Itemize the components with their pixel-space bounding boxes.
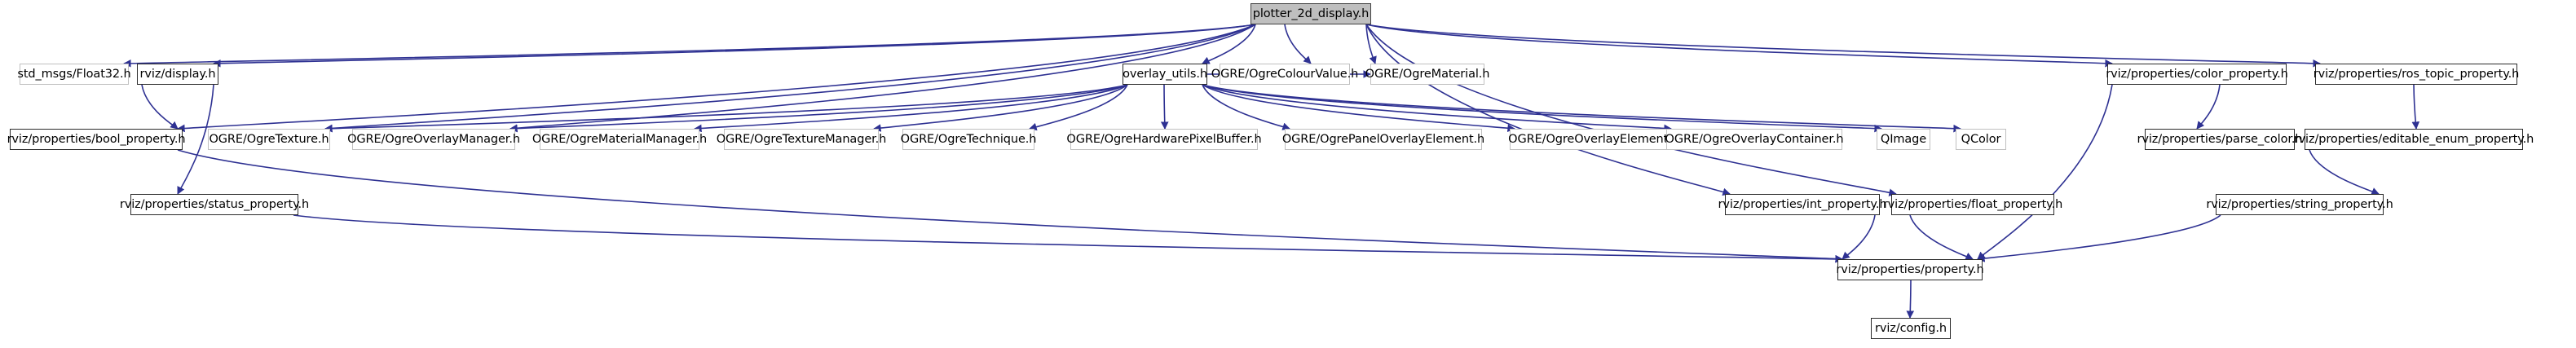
graph-edge-root-to-float_property [1365,24,1897,196]
graph-edge-root-to-ogre_material [1365,24,1377,64]
graph-edge-root-to-int_property [1365,24,1731,196]
graph-edge-root-to-display [213,24,1256,68]
graph-node-ogre_technique[interactable]: OGRE/OgreTechnique.h [900,129,1037,150]
graph-node-status_property[interactable]: rviz/properties/status_property.h [120,194,309,215]
graph-edge-root-to-float32 [123,24,1256,68]
graph-edge-overlay_utils-to-qcolor [1202,84,1961,133]
graph-node-label: rviz/display.h [139,67,216,81]
graph-node-label: rviz/properties/color_property.h [2106,67,2288,81]
graph-node-ogre_hw_pixel[interactable]: OGRE/OgreHardwarePixelBuffer.h [1066,129,1262,150]
graph-node-editable_enum[interactable]: rviz/properties/editable_enum_property.h [2294,129,2534,150]
graph-node-float_property[interactable]: rviz/properties/float_property.h [1883,194,2062,215]
graph-node-root[interactable]: plotter_2d_display.h [1251,3,1371,24]
graph-node-label: OGRE/OgreOverlayManager.h [347,132,520,146]
graph-edge-root-to-color_property [1365,24,2113,68]
graph-node-float32[interactable]: std_msgs/Float32.h [17,64,131,85]
graph-edge-string_property-to-property [1977,214,2221,262]
graph-edge-root-to-bool_property [177,24,1256,133]
graph-node-ogre_texture[interactable]: OGRE/OgreTexture.h [208,129,330,150]
graph-edge-root-to-ogre_colour [1284,24,1312,64]
graph-node-label: rviz/properties/ros_topic_property.h [2313,67,2520,81]
graph-node-label: rviz/properties/parse_color.h [2137,132,2303,146]
graph-node-label: rviz/properties/status_property.h [119,197,310,211]
graph-edge-float_property-to-property [1909,214,1974,260]
graph-edge-bool_property-to-property [177,149,1843,263]
graph-edge-overlay_utils-to-ogre_texture_mgr [873,84,1128,132]
graph-node-label: QImage [1880,132,1927,146]
graph-node-label: OGRE/OgreMaterialManager.h [532,132,708,146]
graph-node-label: rviz/properties/bool_property.h [7,132,186,146]
graph-edge-overlay_utils-to-ogre_material_mgr [694,84,1128,133]
graph-node-color_property[interactable]: rviz/properties/color_property.h [2106,64,2288,85]
graph-node-label: rviz/properties/string_property.h [2206,197,2393,211]
graph-node-property[interactable]: rviz/properties/property.h [1836,259,1984,280]
graph-node-label: rviz/properties/int_property.h [1718,197,1887,211]
graph-node-qimage[interactable]: QImage [1877,129,1930,150]
graph-node-ogre_panel_ovl[interactable]: OGRE/OgrePanelOverlayElement.h [1281,129,1485,150]
graph-edge-editable_enum-to-string_property [2309,149,2380,196]
graph-edge-overlay_utils-to-ogre_ovl_cont [1202,84,1672,133]
graph-node-label: OGRE/OgreHardwarePixelBuffer.h [1066,132,1262,146]
graph-node-parse_color[interactable]: rviz/properties/parse_color.h [2137,129,2303,150]
graph-node-label: std_msgs/Float32.h [17,67,131,81]
graph-node-ogre_ovl_cont[interactable]: OGRE/OgreOverlayContainer.h [1665,129,1844,150]
graph-node-label: rviz/config.h [1875,321,1947,335]
graph-edge-int_property-to-property [1842,214,1876,260]
graph-node-label: rviz/properties/float_property.h [1882,197,2063,211]
graph-node-label: OGRE/OgrePanelOverlayElement.h [1281,132,1485,146]
graph-edge-root-to-ros_topic_property [1365,24,2321,68]
graph-edge-overlay_utils-to-ogre_panel_ovl [1202,84,1290,130]
graph-edge-root-to-ogre_texture [324,24,1256,133]
graph-node-ogre_overlay_mgr[interactable]: OGRE/OgreOverlayManager.h [347,129,520,150]
graph-node-label: OGRE/OgreOverlayContainer.h [1665,132,1844,146]
graph-node-label: overlay_utils.h [1123,67,1207,81]
graph-node-ros_topic_property[interactable]: rviz/properties/ros_topic_property.h [2313,64,2520,85]
graph-node-label: rviz/properties/editable_enum_property.h [2293,132,2534,146]
graph-edge-overlay_utils-to-ogre_hw_pixel [1160,84,1169,130]
graph-node-qcolor[interactable]: QColor [1956,129,2006,150]
graph-edge-overlay_utils-to-ogre_overlay_mgr [509,84,1128,133]
graph-node-label: OGRE/OgreTextureManager.h [716,132,887,146]
graph-node-ogre_material_mgr[interactable]: OGRE/OgreMaterialManager.h [532,129,707,150]
graph-node-bool_property[interactable]: rviz/properties/bool_property.h [7,129,186,150]
graph-edge-overlay_utils-to-ogre_ovl_elem [1202,84,1515,132]
graph-node-label: OGRE/OgreMaterial.h [1365,67,1490,81]
graph-edge-property-to-config [1906,280,1915,319]
graph-node-string_property[interactable]: rviz/properties/string_property.h [2206,194,2393,215]
graph-node-label: plotter_2d_display.h [1252,7,1370,20]
graph-edge-color_property-to-parse_color [2196,84,2221,130]
graph-edge-color_property-to-property [1977,84,2113,260]
graph-node-label: rviz/properties/property.h [1836,262,1984,276]
graph-edge-display-to-bool_property [141,84,179,130]
graph-node-ogre_material[interactable]: OGRE/OgreMaterial.h [1365,64,1489,85]
graph-edge-overlay_utils-to-ogre_texture [324,84,1128,133]
graph-edge-ros_topic_property-to-editable_enum [2411,84,2420,130]
graph-edge-root-to-overlay_utils [1202,24,1256,64]
graph-edge-overlay_utils-to-ogre_technique [1029,84,1128,131]
graph-node-label: OGRE/OgreColourValue.h [1211,67,1359,81]
graph-edge-status_property-to-property [293,214,1843,263]
graph-node-ogre_colour[interactable]: OGRE/OgreColourValue.h [1211,64,1358,85]
graph-node-int_property[interactable]: rviz/properties/int_property.h [1718,194,1887,215]
graph-node-label: QColor [1961,132,2001,146]
graph-node-label: OGRE/OgreTexture.h [209,132,329,146]
graph-node-label: OGRE/OgreTechnique.h [900,132,1037,146]
graph-node-ogre_texture_mgr[interactable]: OGRE/OgreTextureManager.h [717,129,886,150]
graph-edge-overlay_utils-to-qimage [1202,84,1882,133]
graph-node-overlay_utils[interactable]: overlay_utils.h [1123,64,1207,85]
graph-node-config[interactable]: rviz/config.h [1871,318,1951,339]
graph-node-ogre_ovl_elem[interactable]: OGRE/OgreOverlayElement.h [1508,129,1679,150]
graph-node-label: OGRE/OgreOverlayElement.h [1508,132,1679,146]
graph-node-display[interactable]: rviz/display.h [137,64,218,85]
